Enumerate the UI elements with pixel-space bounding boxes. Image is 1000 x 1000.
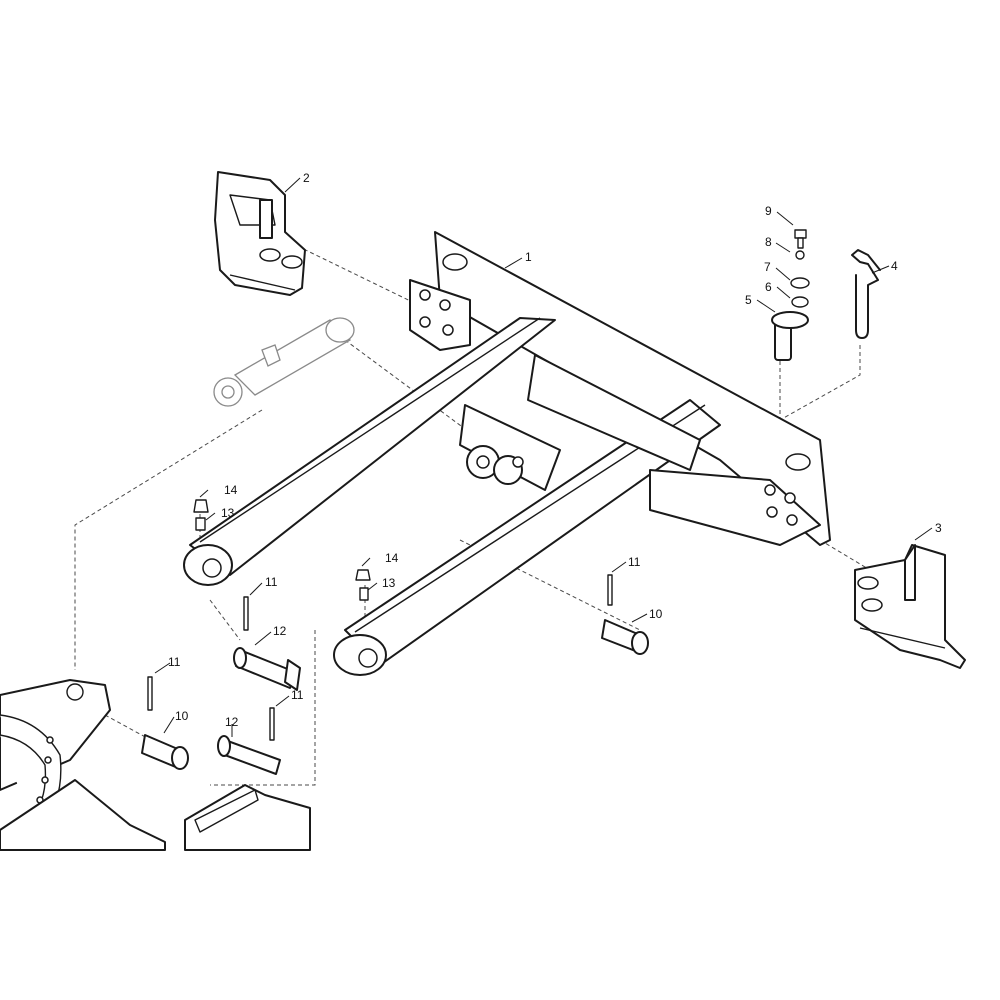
callout-11-lower: 11 bbox=[291, 688, 304, 702]
callout-3: 3 bbox=[935, 521, 942, 535]
part-11-split-pins[interactable] bbox=[147, 574, 613, 741]
lower-left-structure bbox=[0, 679, 311, 851]
callout-5: 5 bbox=[745, 293, 752, 307]
part-4-bent-pin[interactable] bbox=[851, 249, 881, 339]
part-10-bushings[interactable] bbox=[141, 619, 649, 770]
callout-11-upper-left: 11 bbox=[265, 575, 278, 589]
part-2-upper-bracket[interactable] bbox=[214, 171, 306, 296]
callout-8: 8 bbox=[765, 235, 772, 249]
callout-7: 7 bbox=[764, 260, 771, 274]
callout-12-lower: 12 bbox=[225, 715, 239, 729]
part-12-pins[interactable] bbox=[217, 647, 301, 775]
callout-13-center: 13 bbox=[382, 576, 396, 590]
fittings-13-14[interactable] bbox=[193, 499, 371, 601]
callout-6: 6 bbox=[765, 280, 772, 294]
callout-10-right: 10 bbox=[649, 607, 663, 621]
callout-10-left: 10 bbox=[175, 709, 189, 723]
callout-14-center: 14 bbox=[385, 551, 399, 565]
callout-1: 1 bbox=[525, 250, 532, 264]
part-1-main-frame[interactable] bbox=[183, 231, 831, 676]
callout-labels: 1 2 3 4 5 6 7 8 9 14 13 14 13 11 11 12 1… bbox=[168, 171, 942, 729]
callout-9: 9 bbox=[765, 204, 772, 218]
callout-leaders bbox=[154, 177, 933, 737]
callout-13-left: 13 bbox=[221, 506, 235, 520]
pin-stack-parts-5-9[interactable] bbox=[771, 229, 810, 361]
callout-11-right: 11 bbox=[628, 555, 641, 569]
hydraulic-cylinder bbox=[213, 317, 355, 407]
callout-12-upper: 12 bbox=[273, 624, 287, 638]
callout-2: 2 bbox=[303, 171, 310, 185]
callout-4: 4 bbox=[891, 259, 898, 273]
callout-11-far-left: 11 bbox=[168, 655, 181, 669]
callout-14-left: 14 bbox=[224, 483, 238, 497]
part-3-right-bracket[interactable] bbox=[854, 544, 966, 669]
